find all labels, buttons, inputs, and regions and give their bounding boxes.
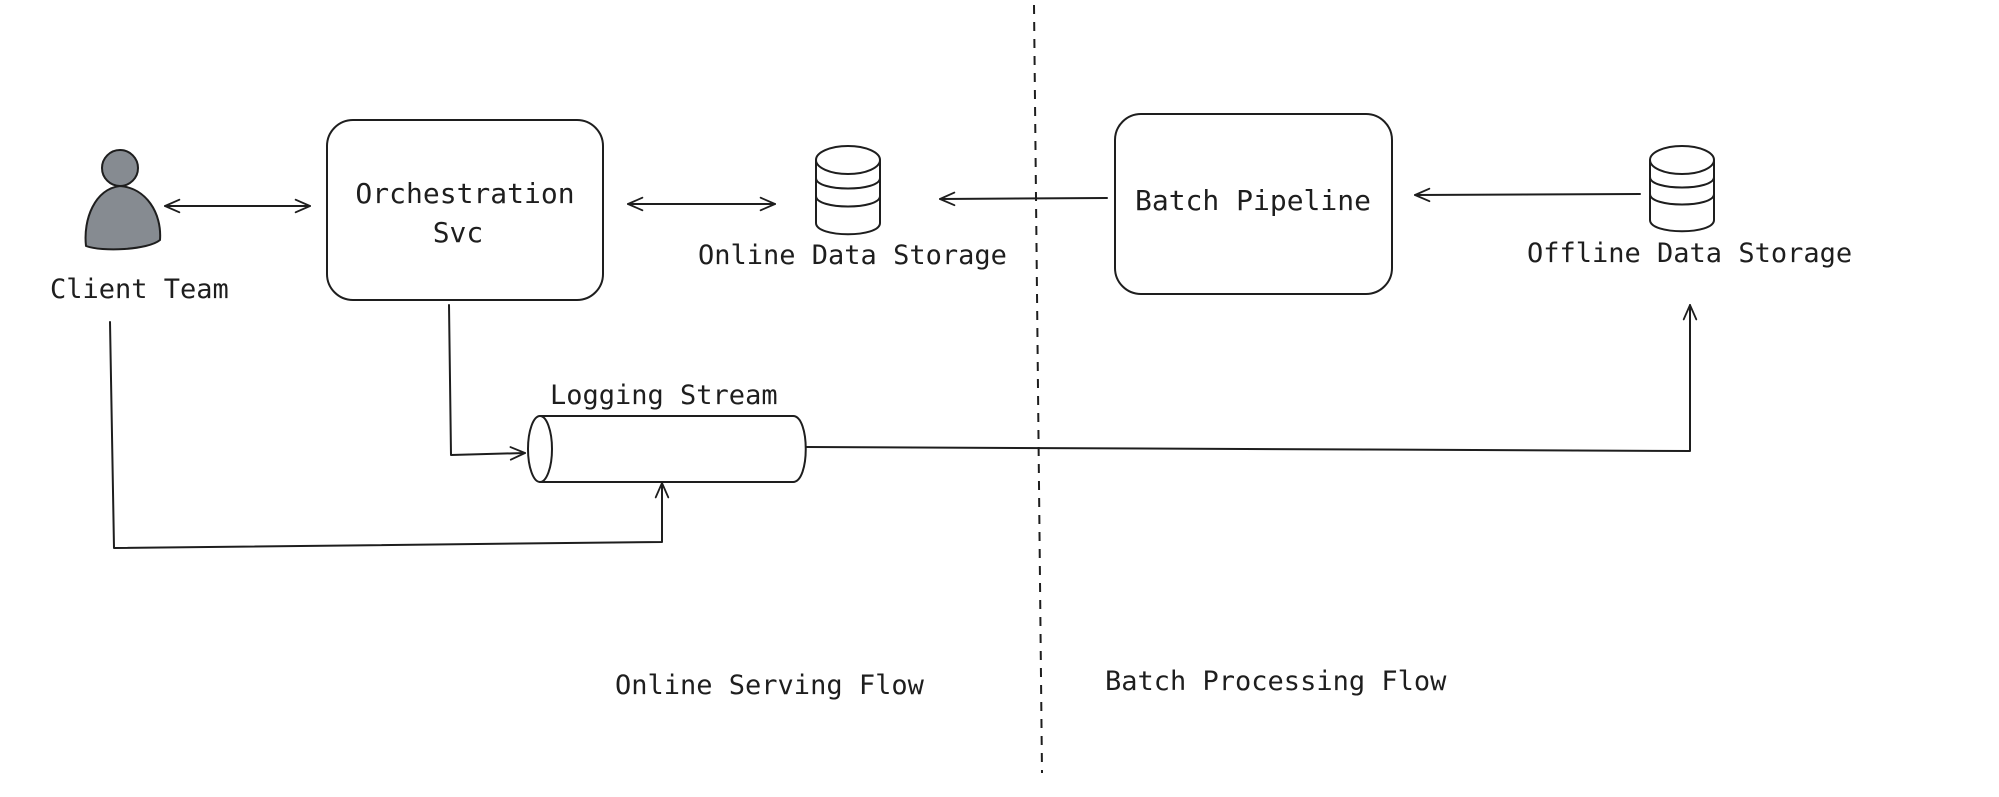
person-icon <box>84 149 162 251</box>
logging-stream-label: Logging Stream <box>550 380 778 411</box>
client-team-label: Client Team <box>50 274 229 305</box>
logging-stream-cylinder <box>527 415 807 483</box>
orchestration-logging-arrow <box>448 304 526 461</box>
offline-batch-arrow <box>1414 187 1641 203</box>
online-serving-flow-label: Online Serving Flow <box>615 670 925 701</box>
batch-pipeline-box <box>1114 113 1393 295</box>
offline-data-storage-node[interactable]: Offline Data Storage <box>1527 145 1852 269</box>
database-icon <box>815 145 881 236</box>
database-icon <box>1649 145 1715 233</box>
logging-stream-node[interactable]: Logging Stream <box>527 380 807 483</box>
orchestration-svc-box <box>326 119 604 301</box>
orchestration-svc-label-line1: Orchestration <box>355 177 574 210</box>
batch-online-storage-arrow <box>939 191 1108 207</box>
batch-processing-flow-label: Batch Processing Flow <box>1105 666 1447 697</box>
client-logging-arrow <box>109 321 670 549</box>
logging-offline-arrow <box>805 304 1698 452</box>
batch-pipeline-node[interactable]: Batch Pipeline <box>1114 113 1393 295</box>
orchestration-svc-label-line2: Svc <box>433 216 484 249</box>
orchestration-svc-node[interactable]: Orchestration Svc <box>326 119 604 301</box>
offline-data-storage-label: Offline Data Storage <box>1527 238 1852 269</box>
online-data-storage-label: Online Data Storage <box>698 240 1007 271</box>
flow-divider <box>1033 4 1043 774</box>
online-data-storage-node[interactable]: Online Data Storage <box>698 145 1007 271</box>
client-team-node[interactable]: Client Team <box>50 149 229 305</box>
batch-pipeline-label: Batch Pipeline <box>1135 184 1371 217</box>
